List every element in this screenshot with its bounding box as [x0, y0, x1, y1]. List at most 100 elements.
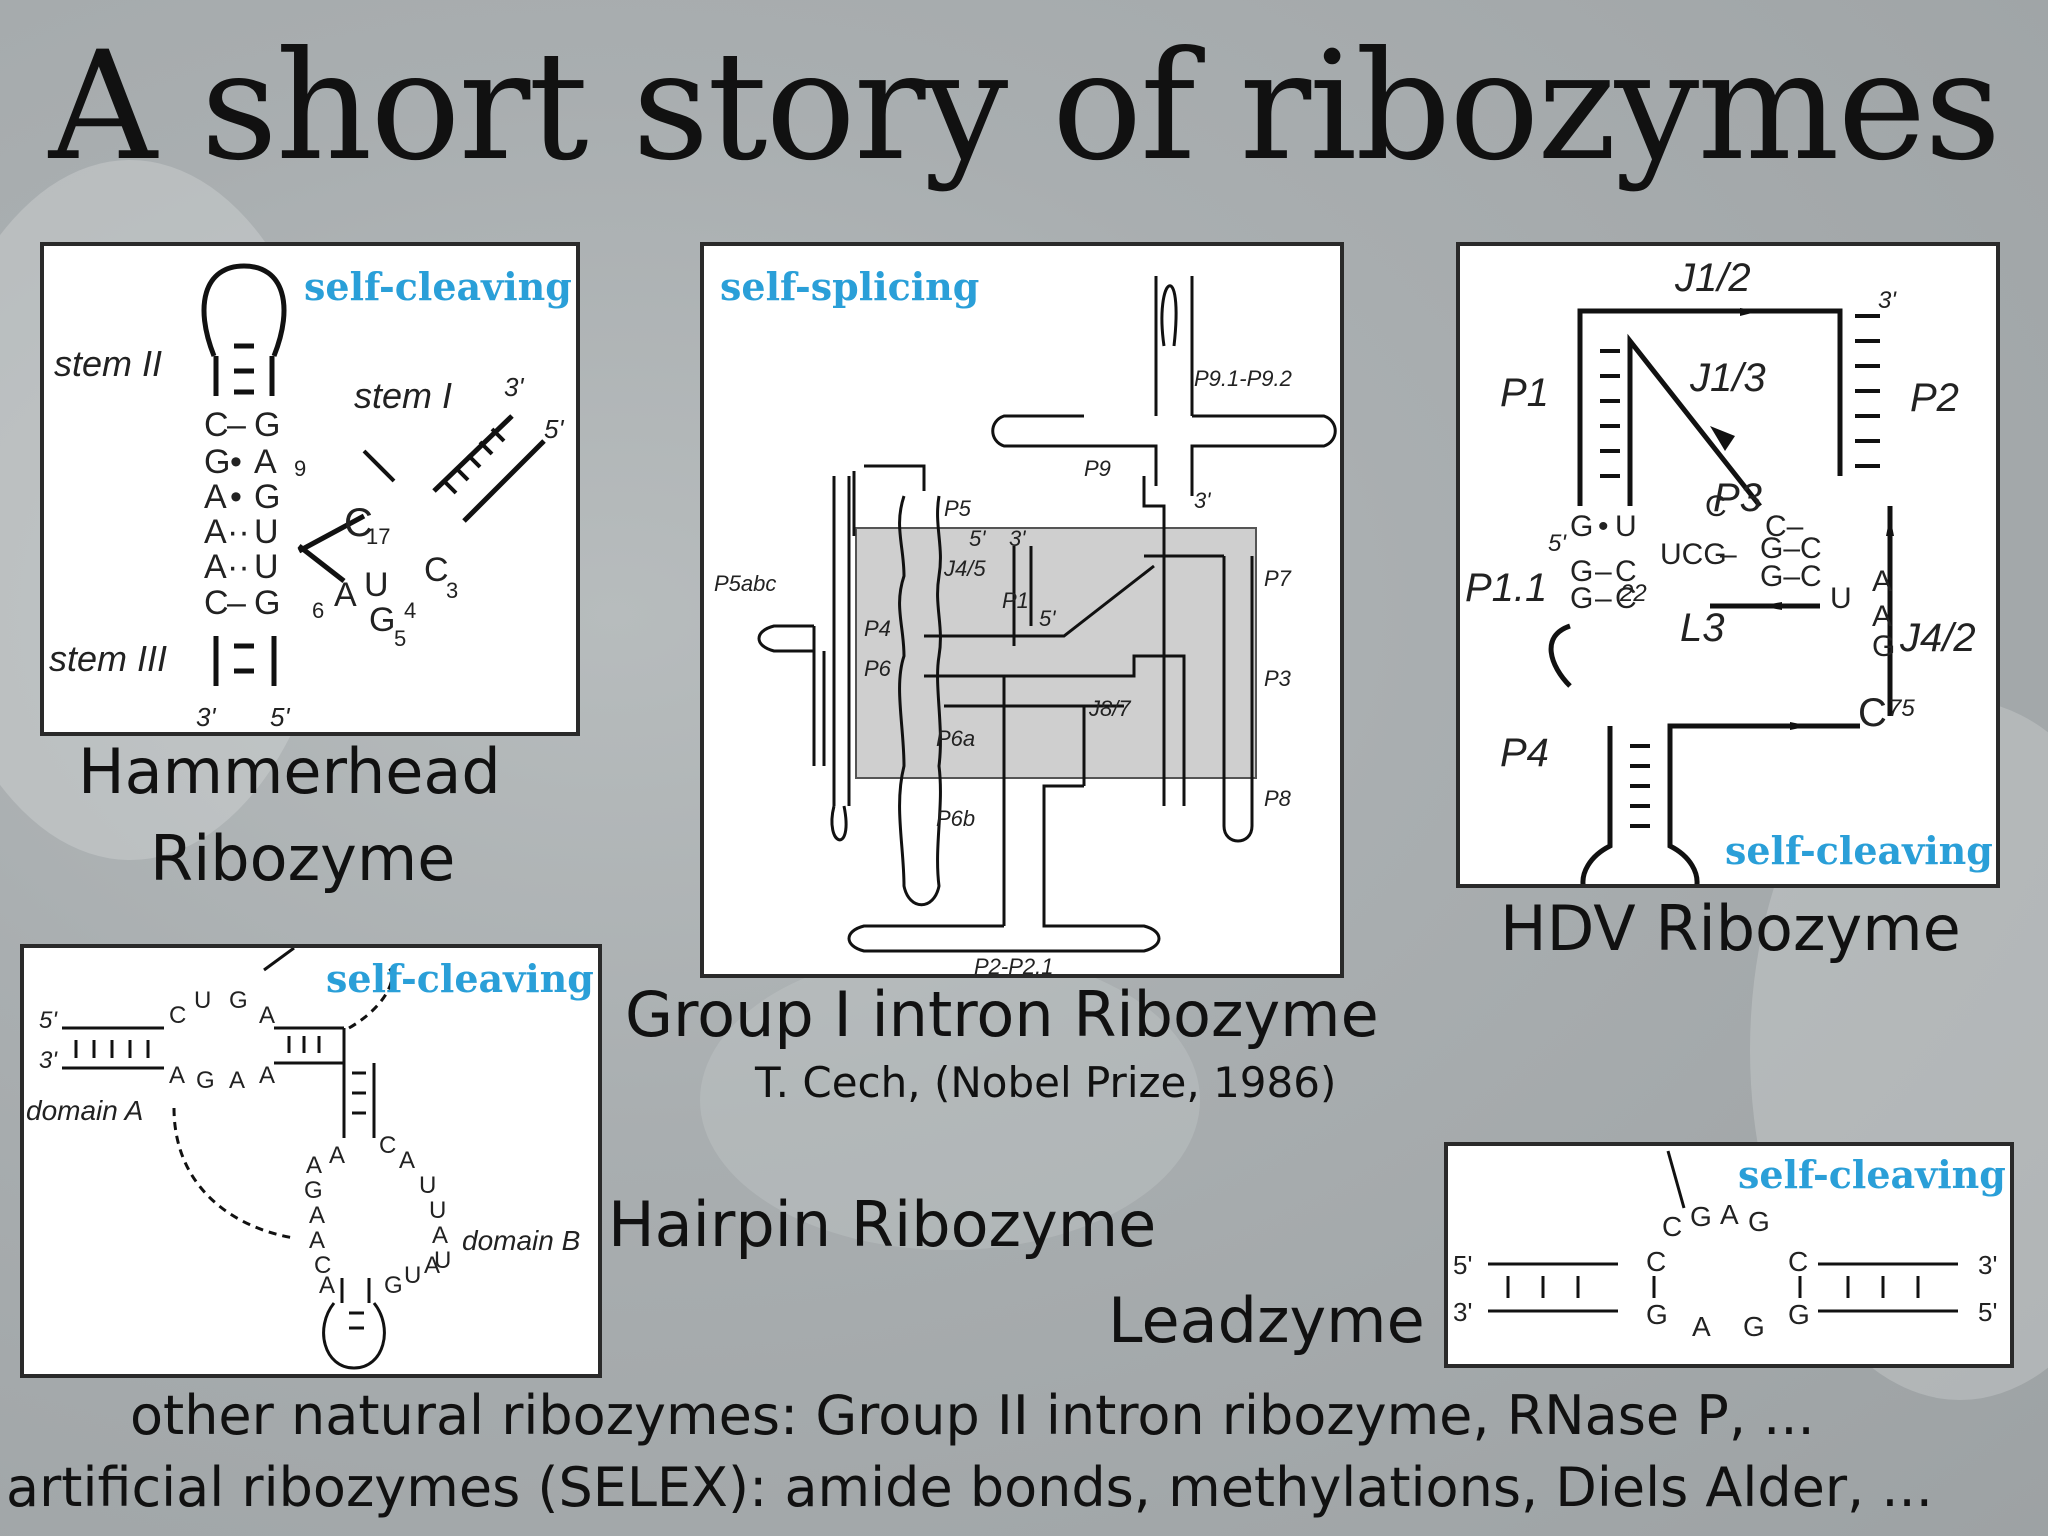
c75-nucleotide: C — [1858, 691, 1887, 735]
svg-text:G: G — [1690, 1201, 1712, 1232]
self-cleaving-tag: self-cleaving — [1738, 1152, 2006, 1197]
svg-text:G: G — [1570, 555, 1593, 588]
svg-text:G: G — [1788, 1299, 1810, 1330]
footer-line1: other natural ribozymes: Group II intron… — [130, 1384, 1815, 1447]
three-prime-label: 3' — [39, 1047, 58, 1074]
three-prime-label: 3' — [1194, 488, 1211, 513]
svg-text:•: • — [230, 443, 242, 481]
svg-text:C: C — [314, 1252, 331, 1279]
svg-text:17: 17 — [366, 524, 390, 549]
domain-b-label: domain B — [462, 1225, 580, 1256]
svg-text:G–C: G–C — [1760, 560, 1822, 593]
p6b-label: P6b — [936, 806, 975, 831]
hdv-diagram: G•U G–C G–C UCG– C C– G–CG–C U AAG C 22 … — [1465, 256, 1976, 884]
n22-label: 22 — [1619, 580, 1647, 607]
three-prime-label: 3' — [1453, 1297, 1472, 1327]
svg-text:G: G — [304, 1177, 323, 1204]
p3-label: P3 — [1713, 476, 1762, 520]
svg-text:C: C — [169, 1002, 186, 1029]
p1-label: P1 — [1500, 371, 1549, 415]
svg-text:C–: C– — [1765, 510, 1804, 543]
j1-2-label: J1/2 — [1674, 256, 1751, 300]
three-prime-label: 3' — [1878, 287, 1897, 314]
p8-label: P8 — [1264, 786, 1292, 811]
five-prime-label: 5' — [39, 1007, 58, 1034]
svg-text:U: U — [254, 548, 279, 586]
svg-text:C: C — [204, 406, 229, 444]
svg-text:3: 3 — [446, 578, 458, 603]
svg-text:··: ·· — [227, 513, 250, 551]
svg-text:U: U — [434, 1247, 451, 1274]
svg-text:A: A — [424, 1252, 440, 1279]
hammerhead-caption-line1: Hammerhead — [78, 735, 501, 808]
svg-text:U: U — [254, 513, 279, 551]
group-i-intron-diagram: P9.1-P9.2 P9 3' P5 P5abc J4/5 P4 P6 P6a … — [714, 276, 1337, 974]
svg-text:C: C — [1788, 1246, 1808, 1277]
svg-text:G: G — [1748, 1206, 1770, 1237]
svg-text:U: U — [1830, 582, 1852, 615]
svg-text:–: – — [1595, 555, 1612, 588]
svg-text:G: G — [384, 1272, 403, 1299]
svg-text:C: C — [1705, 490, 1727, 523]
svg-text:U: U — [364, 566, 389, 604]
svg-text:A: A — [306, 1152, 322, 1179]
svg-text:A: A — [1872, 600, 1892, 633]
five-prime-label: 5' — [1978, 1297, 1997, 1327]
svg-text:A: A — [169, 1062, 185, 1089]
three-prime-label: 3' — [1978, 1250, 1997, 1280]
svg-text:A: A — [309, 1227, 325, 1254]
p1-label: P1 — [1002, 588, 1029, 613]
svg-text:G: G — [196, 1067, 215, 1094]
l3-label: L3 — [1680, 606, 1725, 650]
svg-text:A: A — [399, 1147, 415, 1174]
p4-label: P4 — [864, 616, 891, 641]
svg-text:G–C: G–C — [1760, 532, 1822, 565]
svg-text:A: A — [259, 1062, 275, 1089]
five-prime-label: 5' — [969, 526, 986, 551]
svg-text:G: G — [204, 443, 230, 481]
svg-text:A: A — [1720, 1199, 1739, 1230]
svg-text:A: A — [432, 1222, 448, 1249]
svg-text:6: 6 — [312, 598, 324, 623]
svg-text:C: C — [424, 551, 449, 589]
p9-label: P9 — [1084, 456, 1111, 481]
svg-text:–: – — [227, 406, 246, 444]
svg-text:A: A — [319, 1272, 335, 1299]
svg-text:G: G — [1570, 510, 1593, 543]
three-prime-label: 3' — [196, 702, 216, 732]
hairpin-caption: Hairpin Ribozyme — [608, 1188, 1157, 1261]
self-cleaving-tag: self-cleaving — [326, 956, 594, 1001]
svg-text:G: G — [254, 406, 280, 444]
hammerhead-caption-line2: Ribozyme — [150, 822, 456, 895]
p2-label: P2 — [1910, 376, 1959, 420]
group-i-caption: Group I intron Ribozyme — [625, 978, 1379, 1051]
svg-text:9: 9 — [294, 456, 306, 481]
svg-text:–: – — [1595, 582, 1612, 615]
svg-text:–: – — [227, 584, 246, 622]
svg-text:G: G — [1872, 630, 1895, 663]
svg-text:A: A — [204, 548, 227, 586]
svg-text:•: • — [1598, 510, 1609, 543]
p7-label: P7 — [1264, 566, 1292, 591]
five-prime-label: 5' — [1548, 530, 1567, 557]
j4-5-label: J4/5 — [943, 556, 986, 581]
p3-label: P3 — [1264, 666, 1292, 691]
p9-1-label: P9.1-P9.2 — [1194, 366, 1292, 391]
svg-text:C: C — [1615, 555, 1637, 588]
svg-text:A: A — [204, 513, 227, 551]
footer-line2: artificial ribozymes (SELEX): amide bond… — [6, 1456, 1933, 1519]
j4-2-label: J4/2 — [1899, 616, 1976, 660]
self-cleaving-tag: self-cleaving — [304, 264, 572, 309]
svg-text:G: G — [1570, 582, 1593, 615]
n75-label: 75 — [1888, 695, 1915, 722]
svg-text:G: G — [254, 478, 280, 516]
five-prime-label: 5' — [1453, 1250, 1472, 1280]
svg-text:4: 4 — [404, 598, 416, 623]
svg-text:UCG: UCG — [1660, 538, 1727, 571]
svg-text:U: U — [429, 1197, 446, 1224]
